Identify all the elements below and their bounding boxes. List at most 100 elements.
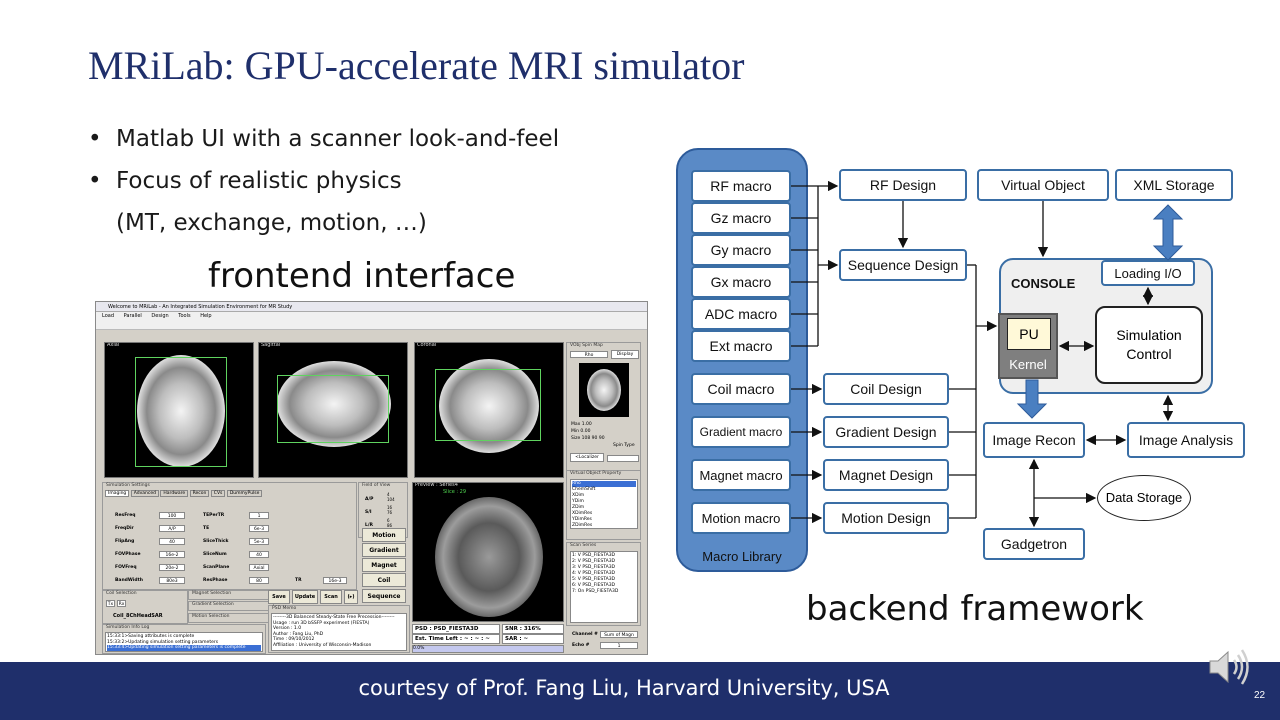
channel-select[interactable]: Sum of Magn (600, 631, 638, 638)
bullet-dot: • (88, 168, 102, 194)
list-item[interactable]: YDimRes (572, 517, 592, 522)
spin-map-image (579, 363, 629, 417)
param-field[interactable]: Axial (249, 564, 269, 571)
param-label: ResFreq (115, 513, 136, 518)
coil-rx[interactable]: Rx (117, 600, 126, 607)
param-field[interactable]: A/P (159, 525, 185, 532)
list-item[interactable]: XDimRes (572, 511, 593, 516)
menu-tools[interactable]: Tools (178, 313, 191, 319)
tab-cvs[interactable]: CVs (210, 490, 226, 497)
window-title-bar: Welcome to MRiLab - An Integrated Simula… (96, 302, 647, 312)
param-field[interactable]: 1 (249, 512, 269, 519)
list-item[interactable]: Rho (572, 481, 636, 487)
menu-design[interactable]: Design (151, 313, 169, 319)
settings-tabs: Imaging Advanced Hardware Recon CVs Dumm… (105, 490, 263, 497)
image-recon-node: Image Recon (983, 422, 1085, 458)
param-field[interactable]: 16e-2 (159, 551, 185, 558)
motion-button[interactable]: Motion (362, 528, 406, 542)
tab-hardware[interactable]: Hardware (160, 490, 189, 497)
log-line: 15:33:2>Updating simulation setting para… (107, 639, 219, 645)
virtual-object-node: Virtual Object (977, 169, 1109, 201)
coronal-view[interactable]: Coronal (414, 342, 564, 478)
spin-type-select[interactable] (607, 455, 639, 462)
list-item[interactable]: XDim (572, 493, 585, 498)
bullet-list: •Matlab UI with a scanner look-and-feel … (88, 118, 559, 244)
param-label: TEPerTR (203, 513, 225, 518)
list-item[interactable]: 6: V PSD_FIESTA3D (572, 583, 616, 588)
spin-map-select[interactable]: Rho (570, 351, 608, 358)
list-item[interactable]: 2: V PSD_FIESTA3D (572, 559, 616, 564)
fov-label: A/P (365, 497, 374, 502)
coil-tx[interactable]: Tx (106, 600, 115, 607)
tab-advanced[interactable]: Advanced (130, 490, 159, 497)
coil-button[interactable]: Coil (362, 573, 406, 587)
sequence-button[interactable]: Sequence (362, 589, 406, 603)
spin-stats: Max 1.00 Min 0.00 Size 108 90 90 (571, 421, 605, 442)
list-item[interactable]: 7: On PSD_FIESTA3D (572, 589, 619, 594)
param-field[interactable]: 16e-3 (323, 577, 347, 584)
list-item[interactable]: ZDimRes (572, 523, 593, 528)
stat-max: Max 1.00 (571, 422, 592, 427)
scan-button[interactable]: Scan (320, 590, 342, 604)
fov-box (135, 357, 227, 467)
param-label: SliceNum (203, 552, 227, 557)
param-field[interactable]: 40 (249, 551, 269, 558)
list-item[interactable]: ZDim (572, 505, 585, 510)
list-item[interactable]: ChemShift (572, 487, 596, 492)
display-button[interactable]: Display (611, 350, 639, 359)
loading-io-node: Loading I/O (1101, 260, 1195, 286)
coil-design-node: Coil Design (823, 373, 949, 405)
param-field[interactable]: 40 (159, 538, 185, 545)
bullet-text: Focus of realistic physics (116, 168, 402, 194)
param-field[interactable]: 5e-3 (249, 538, 269, 545)
progress-text: 0.0% (413, 646, 425, 651)
macro-library-label: Macro Library (702, 549, 782, 564)
gradient-button[interactable]: Gradient (362, 543, 406, 557)
memo-line: --------3D Balanced Steady-State Free Pr… (273, 615, 395, 620)
sagittal-view[interactable]: Sagittal (258, 342, 408, 478)
list-item[interactable]: 3: V PSD_FIESTA3D (572, 565, 616, 570)
menu-parallel[interactable]: Parallel (123, 313, 142, 319)
tab-dummypulse[interactable]: DummyPulse (226, 490, 263, 497)
menu-help[interactable]: Help (200, 313, 212, 319)
magnet-button[interactable]: Magnet (362, 558, 406, 572)
param-field[interactable]: 100 (159, 512, 185, 519)
list-item[interactable]: 5: V PSD_FIESTA3D (572, 577, 616, 582)
list-item[interactable]: 4: V PSD_FIESTA3D (572, 571, 616, 576)
axial-view[interactable]: Axial (104, 342, 254, 478)
param-field[interactable]: 20e-2 (159, 564, 185, 571)
brain-thumbnail (587, 369, 621, 411)
kernel-label: Kernel (1009, 357, 1047, 372)
list-item[interactable]: 1: V PSD_FIESTA3D (572, 553, 616, 558)
echo-select[interactable]: 1 (600, 642, 638, 649)
param-label: ScanPlane (203, 565, 230, 570)
echo-label: Echo # (572, 643, 590, 648)
localizer-button[interactable]: <Localizer (570, 453, 604, 462)
fov-box (277, 375, 389, 443)
list-item[interactable]: YDim (572, 499, 584, 504)
preview-slice: Slice : 29 (443, 489, 467, 495)
memo-line: Time : 09/10/2012 (273, 637, 315, 642)
slide-title: MRiLab: GPU-accelerate MRI simulator (88, 43, 745, 88)
simulation-log-panel: Simulation Info Log 15:33:1>Saving attri… (102, 624, 266, 654)
param-label: SliceThick (203, 539, 229, 544)
param-label: FreqDir (115, 526, 134, 531)
update-button[interactable]: Update (292, 590, 318, 604)
menu-load[interactable]: Load (102, 313, 114, 319)
vobj-property-list[interactable]: Rho ChemShift XDim YDim ZDim XDimRes YDi… (570, 479, 638, 529)
gx-macro-node: Gx macro (691, 266, 791, 298)
vobj-property-panel: Virtual Object Property Rho ChemShift XD… (566, 470, 641, 540)
param-field[interactable]: 80 (249, 577, 269, 584)
save-button[interactable]: Save (268, 590, 290, 604)
speaker-icon[interactable] (1206, 646, 1256, 688)
footer-bar (0, 662, 1280, 720)
param-field[interactable]: 80e3 (159, 577, 185, 584)
panel-title: Virtual Object Property (570, 471, 622, 476)
preview-view[interactable]: Preview : Series4 Slice : 29 (412, 482, 564, 622)
scan-series-list[interactable]: 1: V PSD_FIESTA3D 2: V PSD_FIESTA3D 3: V… (570, 551, 638, 623)
tab-imaging[interactable]: Imaging (105, 490, 130, 497)
scan-series-panel: Scan Series 1: V PSD_FIESTA3D 2: V PSD_F… (566, 542, 641, 626)
param-field[interactable]: 6e-3 (249, 525, 269, 532)
tab-recon[interactable]: Recon (189, 490, 210, 497)
play-button[interactable]: (▸) (344, 590, 358, 604)
